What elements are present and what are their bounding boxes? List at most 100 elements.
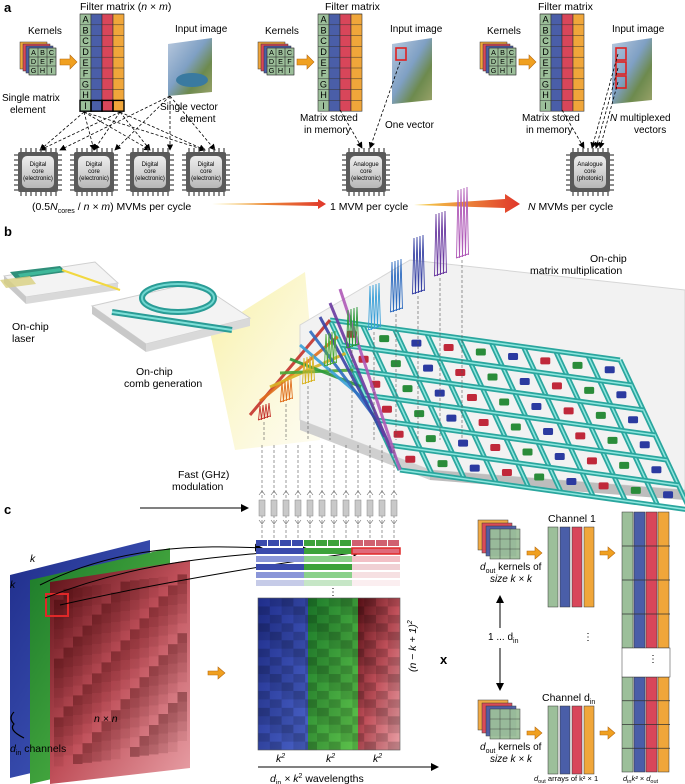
matrix-pixel [258,699,270,708]
matrix-pixel [328,682,341,691]
image-pixel [158,596,168,607]
phase-change-cell [522,448,533,456]
chip-die [134,156,166,188]
image-pixel [120,601,130,611]
matrix-letter: I [84,101,87,111]
image-pixel [54,746,64,757]
phase-change-cell [478,419,489,427]
image-pixel [139,598,149,609]
image-pixel [130,727,140,738]
matrix-pixel [281,716,294,725]
kernel-letter: F [509,57,514,66]
matrix-pixel [258,674,270,683]
image-pixel [158,576,168,587]
matrix-letter: H [82,90,89,100]
matrix-pixel [376,674,388,683]
spectrum-peak [443,210,447,274]
image-pixel [149,695,159,706]
matrix-texture [257,597,401,751]
matrix-pixel [328,631,341,641]
phase-change-cell [563,407,574,415]
row-segment [304,572,352,578]
kernel-column [583,526,595,608]
phase-change-cell [628,416,639,424]
image-pixel [149,705,159,716]
matrix-pixel [340,598,353,607]
image-pixel [139,677,149,687]
phase-change-cell [475,348,486,356]
matrix-pixel [258,707,270,717]
final-gap [621,647,671,678]
matrix-letter: A [542,15,549,25]
image-pixel [120,699,130,709]
image-pixel [168,673,178,684]
image-pixel [111,631,121,642]
image-pixel [101,642,111,653]
matrix-pixel [328,741,341,751]
filter-matrix-title-left: Filter matrix (n × m) [80,1,171,13]
matrix-pixel [340,690,353,700]
matrix-pixel [364,741,376,751]
spectrum-peak [396,259,400,311]
phase-change-cell [663,491,674,499]
image-pixel [158,694,168,705]
spectrum-peak [333,330,337,364]
image-pixel [158,684,168,695]
image-pixel [111,720,121,730]
matrix-pixel [352,657,365,666]
image-pixel [111,729,121,740]
matrix-pixel [305,741,317,751]
matrix-pixel [293,631,306,641]
image-pixel [82,704,92,714]
matrix-letter: B [320,25,326,35]
kernel-letter: E [500,57,505,66]
phase-change-cell [575,432,586,440]
modulator-signal [342,490,350,525]
chip-label: Digital [30,162,47,168]
image-pixel [149,685,159,696]
matrix-letter: E [82,58,88,68]
image-pixel [63,706,73,717]
kernel-letter: C [509,48,514,57]
matrix-pixel [376,614,388,624]
phase-change-cell [381,405,392,413]
chip-die [78,156,110,188]
image-pixel [111,651,121,662]
matrix-letter: B [542,25,548,35]
image-pixel [149,734,159,745]
image-pixel [177,603,187,614]
matrix-pixel [376,657,388,666]
matrix-pixel [293,606,306,615]
matrix-pixel [258,716,270,725]
image-pixel [130,658,140,669]
matrix-letter: F [543,69,549,79]
kernel-letter: F [49,57,54,66]
kernel-letter: C [287,48,292,57]
row-segment [352,572,400,578]
image-pixel [130,629,140,640]
arrow-ch1 [526,546,543,560]
k-label-side: k [10,579,16,591]
spectrum-peak [324,333,328,367]
matrix-column [561,13,574,112]
matrix-pixel [258,657,270,666]
spectrum-baseline [389,307,403,313]
kernel-layer [489,708,521,740]
image-pixel [149,666,159,676]
pixel-cell [316,540,327,546]
matrix-pixel [328,657,341,666]
image-pixel [120,660,130,670]
phase-change-cell [540,357,551,365]
phase-change-cell [604,366,615,374]
matrix-pixel [317,716,329,725]
chip-label: core [200,169,212,175]
row-segment [256,564,304,570]
image-pixel [54,609,64,620]
image-pixel [168,624,178,635]
kernel-arrow-right [518,54,537,70]
phase-change-cell [554,452,565,460]
kernel-layer [489,528,521,560]
row-segment [352,580,400,586]
matrix-pixel [293,741,306,751]
